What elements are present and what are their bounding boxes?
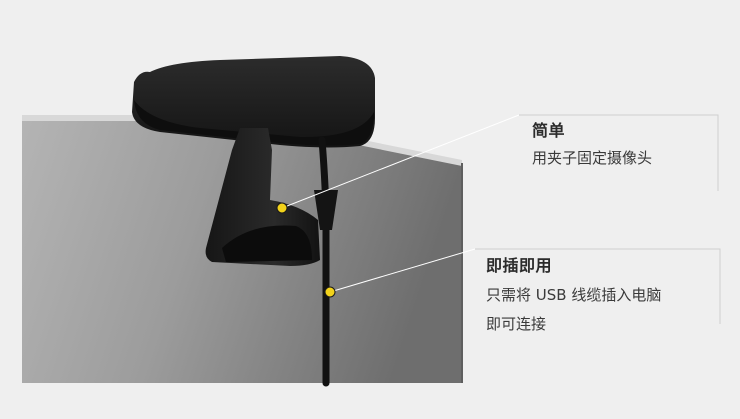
usb-marker-dot (324, 286, 336, 298)
callout-clip: 简单 用夹子固定摄像头 (532, 117, 652, 172)
bracket-clip (519, 114, 719, 191)
webcam-body (132, 56, 375, 148)
usb-cable-strain-relief (314, 190, 338, 230)
callout-clip-title: 简单 (532, 121, 566, 140)
clip-marker-dot (276, 202, 288, 214)
callout-usb-title: 即插即用 (486, 256, 553, 275)
bracket-usb (475, 248, 721, 324)
webcam (132, 56, 375, 387)
monitor-top-edge (22, 115, 462, 166)
callout-clip-description: 用夹子固定摄像头 (532, 149, 653, 167)
callout-usb-description-line-1: 只需将 USB 线缆插入电脑 (486, 286, 662, 304)
callout-usb-description-line-2: 即可连接 (486, 315, 547, 333)
callout-usb: 即插即用 只需将 USB 线缆插入电脑 即可连接 (486, 251, 661, 339)
usb-cable (318, 136, 330, 387)
webcam-clip-foot (222, 225, 312, 262)
